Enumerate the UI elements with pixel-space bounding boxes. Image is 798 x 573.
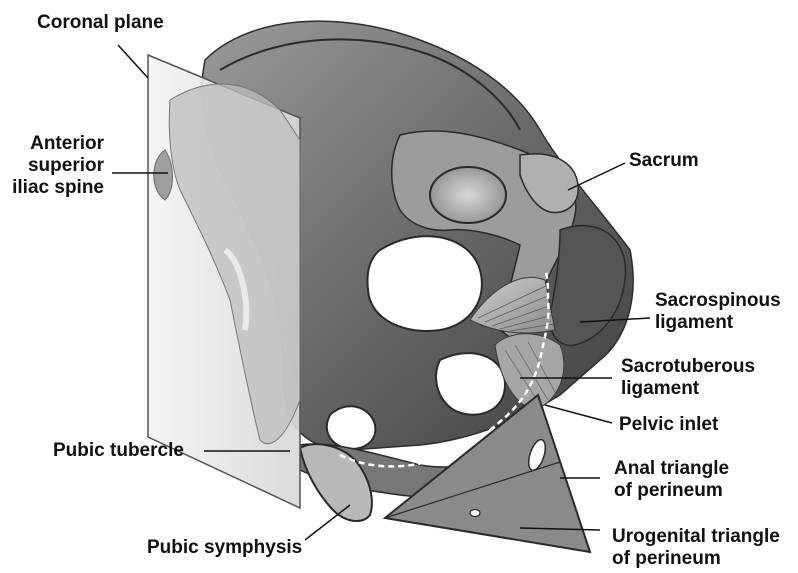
label-sacrum: Sacrum (629, 150, 699, 172)
label-asis: Anterior superior iliac spine (12, 133, 104, 199)
label-sacrotuberous-ligament: Sacrotuberous ligament (621, 356, 755, 400)
label-anal-triangle: Anal triangle of perineum (614, 458, 729, 502)
label-urogenital-triangle: Urogenital triangle of perineum (612, 526, 780, 570)
label-coronal-plane: Coronal plane (37, 12, 164, 34)
sacral-promontory (430, 167, 506, 223)
label-pelvic-inlet: Pelvic inlet (619, 414, 718, 436)
label-sacrospinous-ligament: Sacrospinous ligament (655, 290, 781, 334)
pelvic-opening (368, 236, 482, 331)
label-pubic-symphysis: Pubic symphysis (147, 537, 302, 559)
label-pubic-tubercle: Pubic tubercle (53, 440, 184, 462)
